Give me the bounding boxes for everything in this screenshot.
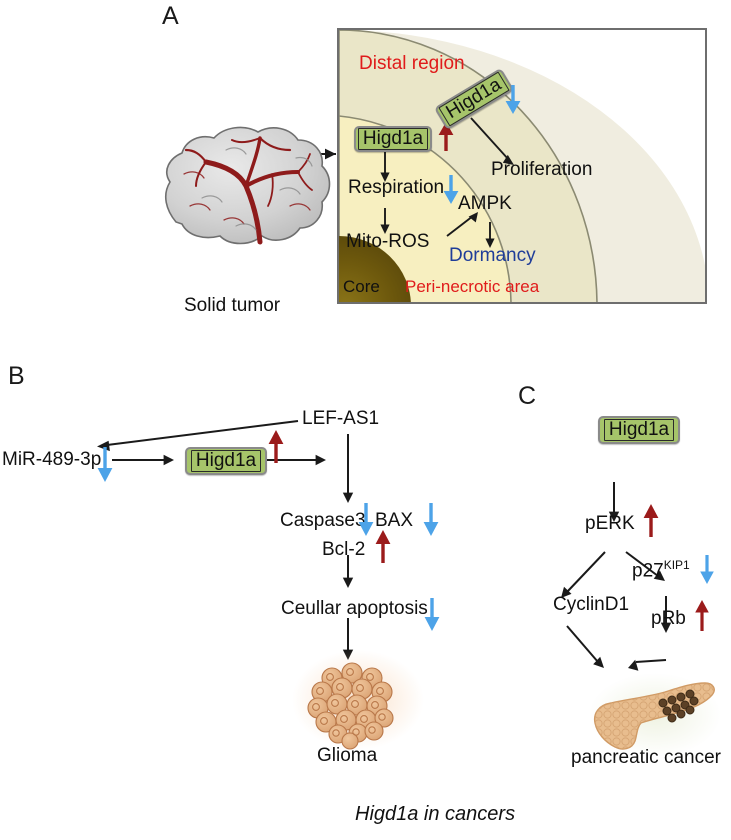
- p27-base-label: p27: [632, 560, 664, 582]
- panel-label-b: B: [8, 362, 25, 390]
- caspase3-down-arrow-icon: [358, 503, 374, 536]
- tumor-zone-rings: [339, 30, 705, 302]
- bax-label: BAX: [375, 510, 414, 531]
- perk-up-arrow-icon: [643, 504, 659, 537]
- higd1a-box-panel-c[interactable]: Higd1a: [598, 416, 680, 444]
- higd1a-box-panel-b-label: Higd1a: [190, 449, 262, 473]
- prb-label: pRb: [651, 608, 686, 629]
- higd1a-box-panel-c-label: Higd1a: [603, 418, 675, 442]
- perk-label: pERK: [585, 513, 635, 534]
- tumor-zones-schematic: Distal region Peri-necrotic area Core Hi…: [337, 28, 707, 304]
- bax-down-arrow-icon: [423, 503, 439, 536]
- higd1a-panel-b-up-arrow-icon: [268, 430, 284, 463]
- ampk-label: AMPK: [458, 193, 512, 214]
- mir-489-3p-down-arrow-icon: [97, 447, 113, 482]
- core-label: Core: [343, 277, 380, 296]
- higd1a-box-peri-necrotic[interactable]: Higd1a: [354, 126, 432, 152]
- cellular-apoptosis-down-arrow-icon: [424, 598, 440, 631]
- cellular-apoptosis-label: Ceullar apoptosis: [281, 598, 428, 619]
- higd1a-distal-down-arrow-icon: [505, 85, 521, 114]
- panel-label-a: A: [162, 2, 179, 30]
- dormancy-label: Dormancy: [449, 245, 536, 266]
- distal-region-label: Distal region: [359, 53, 465, 74]
- higd1a-box-peri-necrotic-label: Higd1a: [357, 127, 429, 151]
- proliferation-label: Proliferation: [491, 159, 593, 180]
- solid-tumor-label: Solid tumor: [184, 295, 281, 316]
- p27-down-arrow-icon: [700, 555, 714, 584]
- peri-necrotic-area-label: Peri-necrotic area: [405, 277, 540, 296]
- caspase3-label: Caspase3: [280, 510, 366, 531]
- pancreatic-cancer-label: pancreatic cancer: [571, 747, 721, 768]
- bcl2-label: Bcl-2: [322, 539, 366, 560]
- respiration-down-arrow-icon: [443, 175, 459, 204]
- p27-superscript-label: KIP1: [663, 558, 690, 572]
- panel-a-tumor-illustration: [164, 126, 336, 245]
- higd1a-peri-up-arrow-icon: [438, 122, 454, 151]
- solid-tumor-shape: [164, 126, 331, 245]
- prb-up-arrow-icon: [695, 600, 709, 631]
- mito-ros-label: Mito-ROS: [346, 231, 430, 252]
- cyclind1-label: CyclinD1: [553, 594, 630, 615]
- bcl2-up-arrow-icon: [375, 530, 391, 563]
- panel-c-arrows: [561, 482, 672, 671]
- pancreatic-cancer-illustration: [589, 673, 721, 757]
- lef-as1-label: LEF-AS1: [302, 408, 380, 429]
- p27-label: p27KIP1: [632, 559, 690, 580]
- mir-489-3p-label: MiR-489-3p: [2, 449, 102, 470]
- glioma-cell-cluster-illustration: [292, 650, 424, 750]
- glioma-label: Glioma: [317, 745, 378, 766]
- panel-label-c: C: [518, 382, 537, 410]
- figure-caption: Higd1a in cancers: [355, 803, 516, 825]
- respiration-label: Respiration: [348, 177, 445, 198]
- higd1a-box-panel-b[interactable]: Higd1a: [185, 447, 267, 475]
